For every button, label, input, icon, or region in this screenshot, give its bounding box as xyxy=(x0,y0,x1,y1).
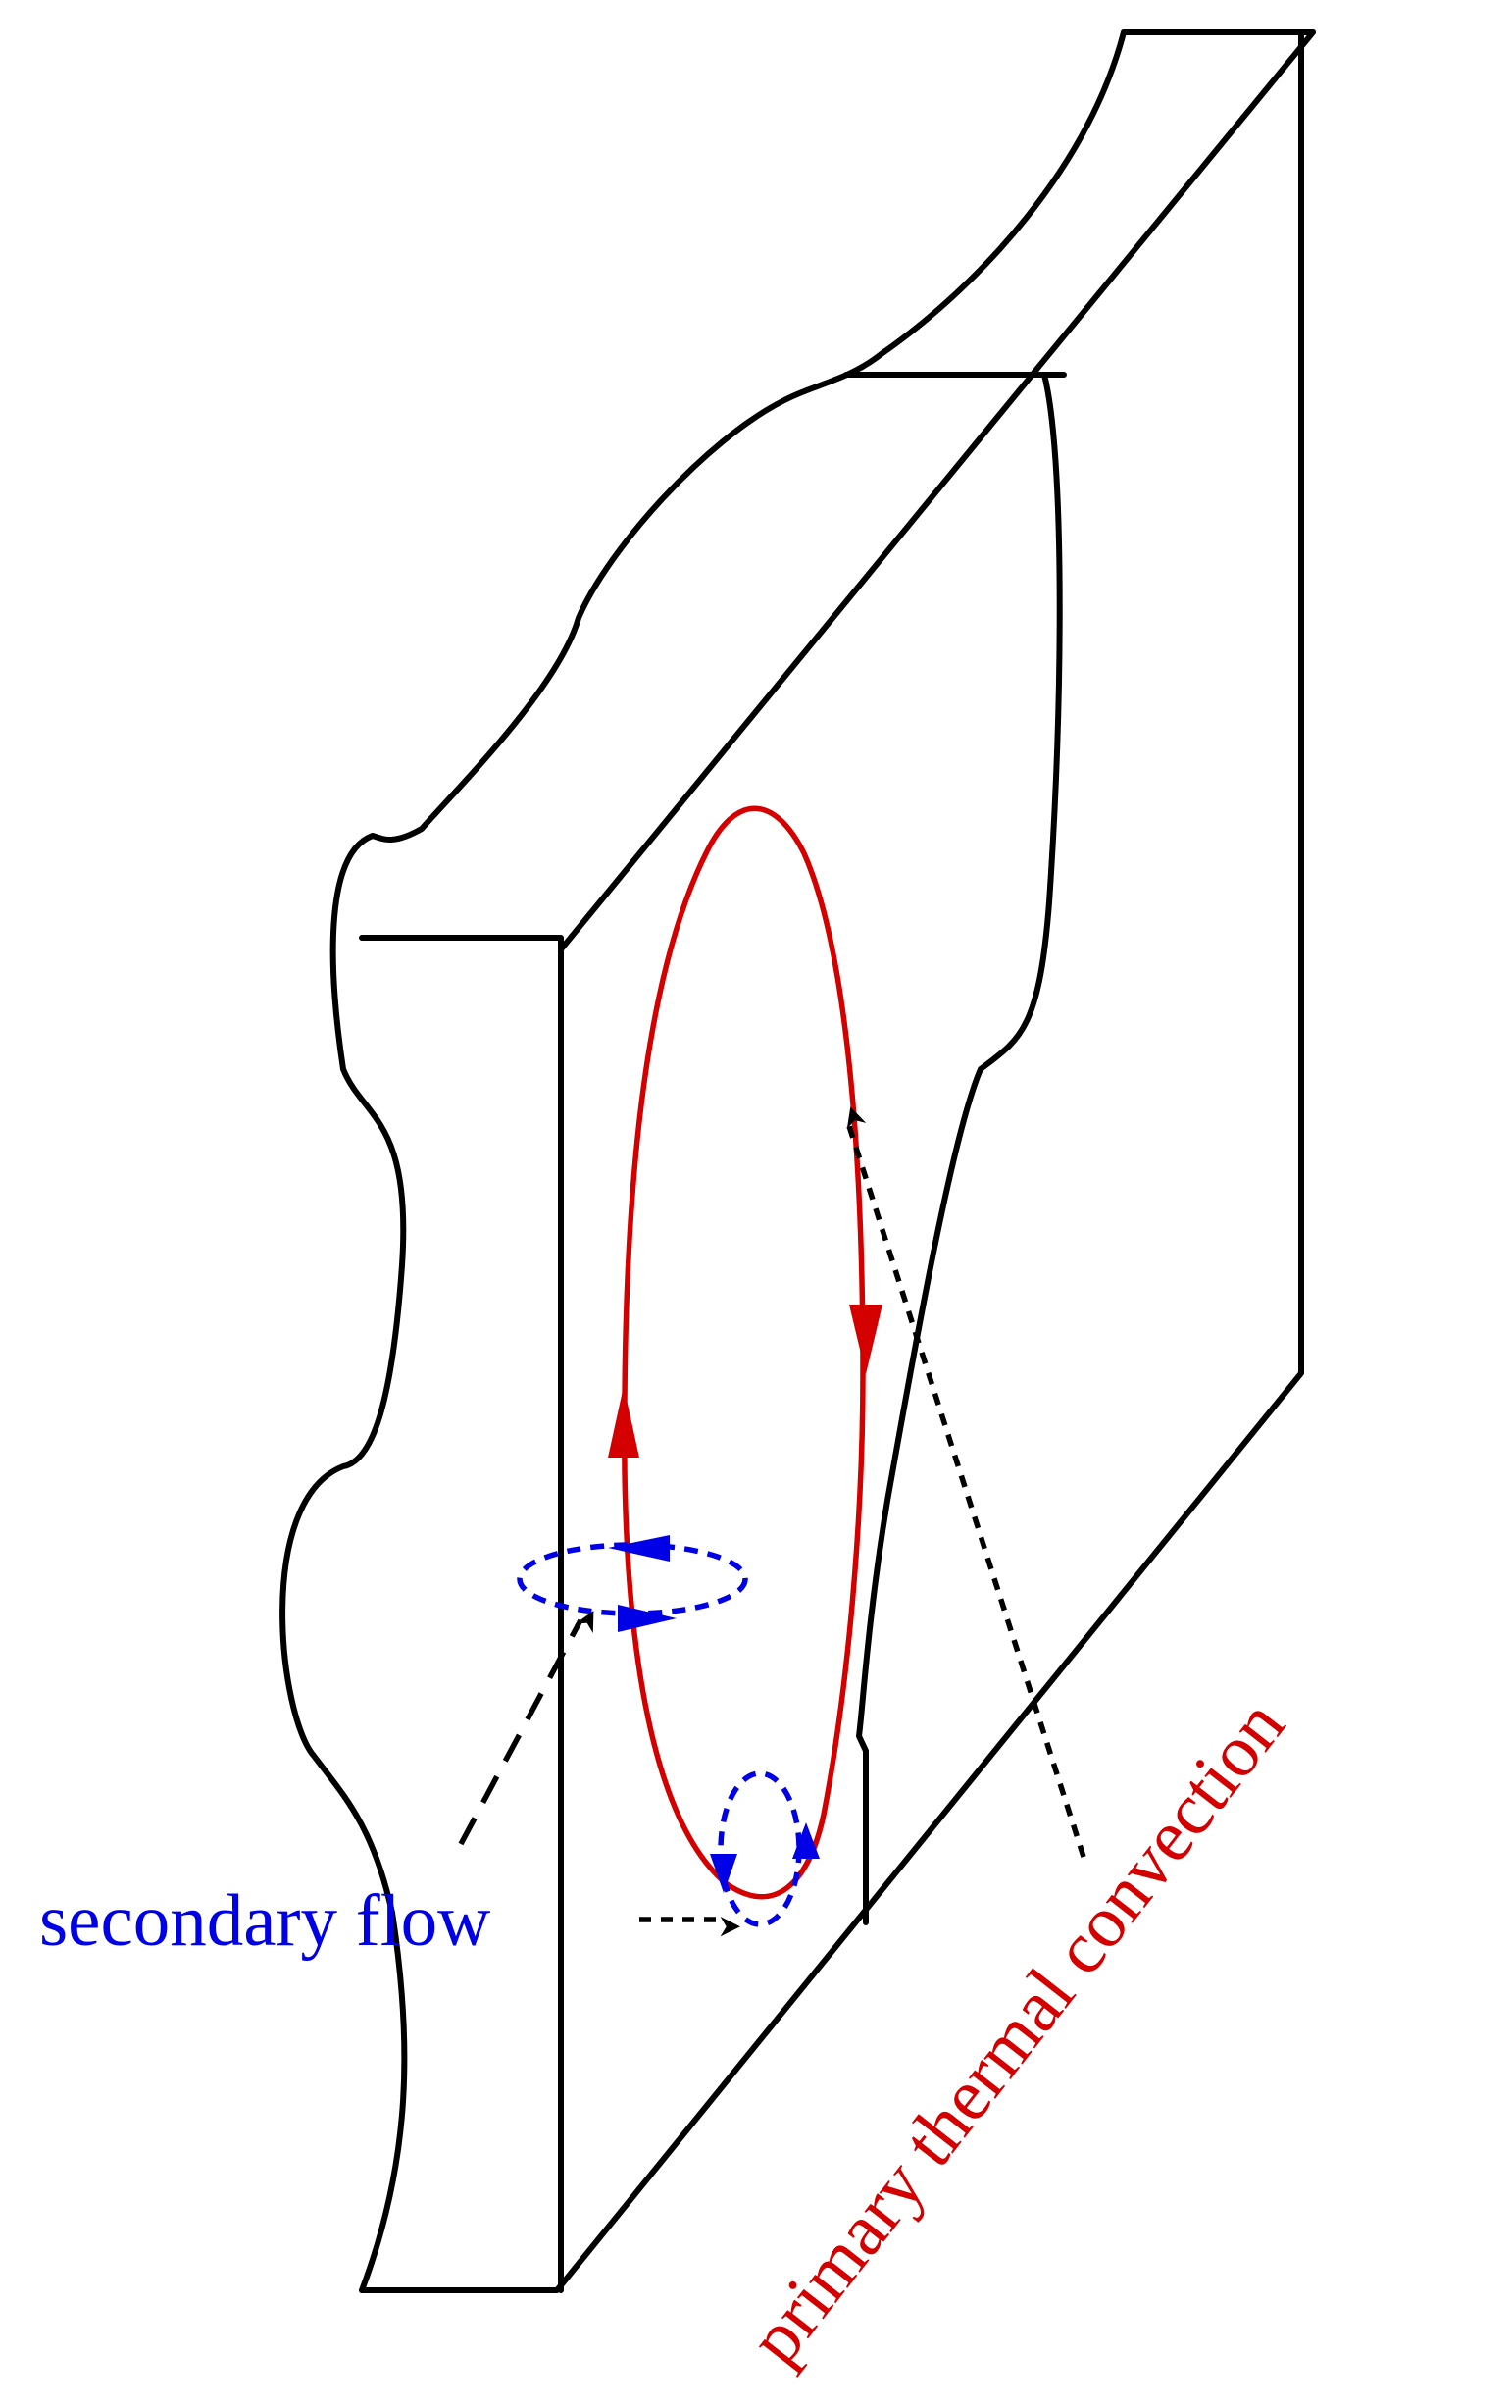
secondary-arrow-upper-left xyxy=(608,1535,670,1562)
slab-top-diagonal xyxy=(558,29,1316,952)
secondary-arrow-lower-down xyxy=(710,1854,737,1893)
primary-loop xyxy=(608,805,882,1900)
secondary-ring-lower xyxy=(718,1770,802,1927)
slab-back-edge xyxy=(359,29,1316,2293)
pointers xyxy=(458,1106,1086,1937)
secondary-arrow-lower-up xyxy=(792,1822,820,1859)
secondary-flows xyxy=(517,1535,820,1927)
primary-convection-label: primary thermal convection xyxy=(733,1685,1300,2380)
slab-outline xyxy=(279,29,1316,2293)
primary-arrow-up xyxy=(608,1386,639,1458)
secondary-arrow-upper-right xyxy=(618,1605,677,1632)
pointer-secondary-upper xyxy=(458,1611,594,1846)
primary-arrow-down xyxy=(849,1305,882,1374)
slab-inner-cut xyxy=(856,372,1063,1925)
slab-front-top xyxy=(359,935,564,2293)
slab-left-profile xyxy=(279,29,1127,2293)
secondary-flow-label: secondary flow xyxy=(39,1880,490,1962)
pointer-primary xyxy=(845,1106,1086,1858)
primary-loop-path xyxy=(622,805,866,1900)
